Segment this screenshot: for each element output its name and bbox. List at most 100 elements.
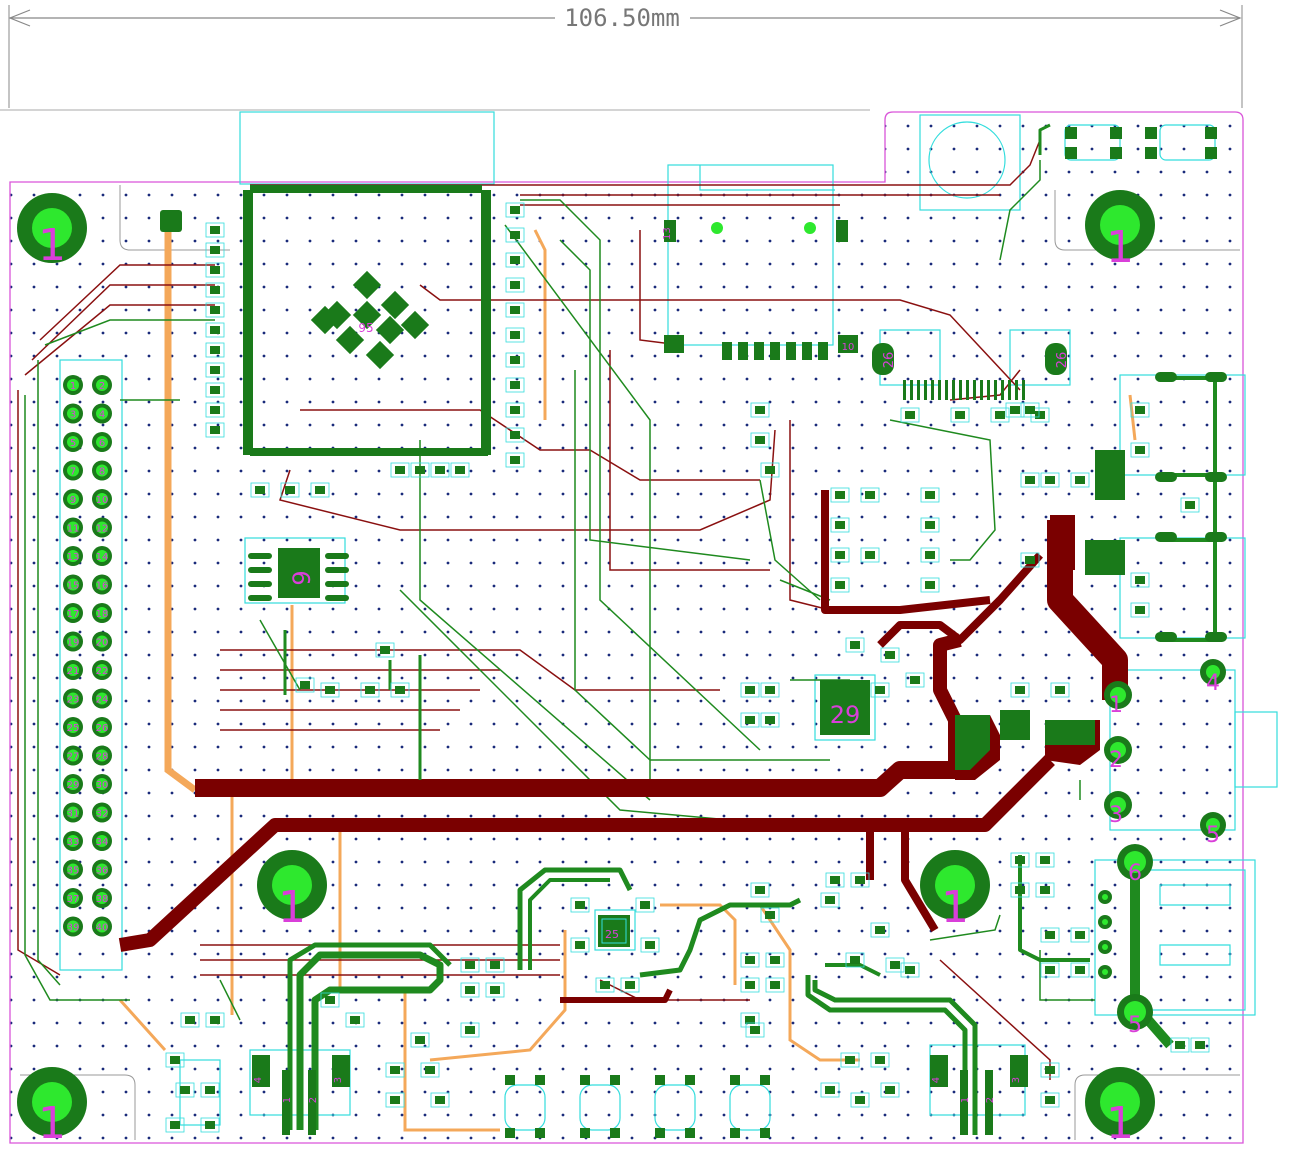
header-pin-label: 14 <box>96 552 109 563</box>
smd-pad <box>1040 886 1050 894</box>
smd-pad <box>1025 406 1035 414</box>
smd-pad <box>745 716 755 724</box>
smd-pad <box>745 981 755 989</box>
smd-pad <box>885 651 895 659</box>
smd-pad <box>640 901 650 909</box>
qfn-chip-right: 29 <box>820 680 870 735</box>
header-pin-label: 9 <box>70 495 76 506</box>
header-pin-label: 2 <box>99 381 105 392</box>
svg-text:2: 2 <box>308 1097 319 1103</box>
smd-pad <box>905 966 915 974</box>
smd-pad <box>210 406 220 414</box>
smd-pad <box>510 431 520 439</box>
header-pin-label: 10 <box>96 495 109 506</box>
header-pin-label: 28 <box>96 752 109 763</box>
smd-pad <box>350 1016 360 1024</box>
smd-pad <box>855 1096 865 1104</box>
smd-pad <box>210 246 220 254</box>
header-pin-label: 32 <box>96 809 109 820</box>
svg-text:1: 1 <box>282 1097 293 1103</box>
smd-pad <box>1045 1096 1055 1104</box>
svg-text:2: 2 <box>1109 748 1123 773</box>
smd-pad <box>835 491 845 499</box>
smd-pad <box>745 1016 755 1024</box>
smd-pad <box>1025 476 1035 484</box>
top-power-traces <box>283 123 1217 1135</box>
smd-pad <box>890 961 900 969</box>
smd-pad <box>210 366 220 374</box>
svg-text:1: 1 <box>1106 1098 1134 1149</box>
smd-pad <box>845 1056 855 1064</box>
header-pin-label: 16 <box>96 581 109 592</box>
smd-pad <box>1175 1041 1185 1049</box>
smd-pad <box>490 961 500 969</box>
smd-pad <box>325 996 335 1004</box>
smd-pad <box>435 466 445 474</box>
smd-pad <box>765 716 775 724</box>
smd-pad <box>600 981 610 989</box>
smd-pad <box>510 406 520 414</box>
smd-pad <box>1045 476 1055 484</box>
smd-pad <box>575 901 585 909</box>
svg-text:1: 1 <box>1106 222 1134 273</box>
header-pin-label: 17 <box>67 609 80 620</box>
smd-pad <box>210 426 220 434</box>
header-pin-label: 22 <box>96 666 109 677</box>
svg-text:1: 1 <box>941 882 969 933</box>
smd-pad <box>875 926 885 934</box>
svg-text:3: 3 <box>1011 1077 1022 1083</box>
smd-pad <box>995 411 1005 419</box>
qfp-center-pads <box>310 270 430 370</box>
svg-text:1: 1 <box>1109 693 1123 718</box>
smd-pad <box>510 456 520 464</box>
header-pin-label: 7 <box>70 467 76 478</box>
mount-hole-bottom-right: 1 <box>1085 1067 1155 1149</box>
smd-pad <box>180 1086 190 1094</box>
keepout-outlines <box>20 185 1240 1140</box>
mount-hole-mid-left: 1 <box>257 850 327 933</box>
svg-text:4: 4 <box>1206 671 1220 696</box>
smd-pad <box>1135 606 1145 614</box>
smd-pad <box>205 1086 215 1094</box>
smd-pad <box>835 521 845 529</box>
smd-pad <box>645 941 655 949</box>
svg-text:2: 2 <box>985 1097 996 1103</box>
regulator-bottom-left: 4 1 2 3 <box>252 1055 350 1135</box>
smd-pad <box>745 956 755 964</box>
smd-pad <box>425 1066 435 1074</box>
smd-pad <box>510 331 520 339</box>
svg-text:6: 6 <box>1128 861 1142 886</box>
smd-pad <box>1075 931 1085 939</box>
smd-pad <box>285 486 295 494</box>
header-pin-label: 39 <box>67 923 80 934</box>
smd-pad <box>1135 576 1145 584</box>
ffc-connector-mid: 13 10 <box>662 220 858 360</box>
smd-pad <box>1045 1066 1055 1074</box>
header-pin-label: 26 <box>96 723 109 734</box>
smd-pad <box>435 1096 445 1104</box>
smd-pad <box>415 466 425 474</box>
smd-pad <box>825 896 835 904</box>
smd-pad <box>210 306 220 314</box>
smd-pad <box>1045 931 1055 939</box>
smd-pad <box>510 306 520 314</box>
smd-pad <box>875 1056 885 1064</box>
smd-pad <box>510 256 520 264</box>
usb-connector: 6 5 <box>1098 844 1153 1038</box>
smd-pad <box>325 686 335 694</box>
tactile-switches <box>505 127 1217 1138</box>
smd-pad <box>510 281 520 289</box>
smd-pad <box>770 981 780 989</box>
copper-pours-green <box>955 450 1125 770</box>
smd-pad <box>865 491 875 499</box>
smd-pad <box>755 436 765 444</box>
regulator-bottom-right: 4 1 2 3 <box>930 1055 1028 1135</box>
smd-pad <box>415 1036 425 1044</box>
header-pin-label: 3 <box>70 410 76 421</box>
qfn-bottom-label: 25 <box>605 928 619 941</box>
mount-hole-bottom-left: 1 <box>17 1067 87 1149</box>
smd-pad <box>925 491 935 499</box>
header-pin-label: 31 <box>67 809 80 820</box>
smd-pad <box>170 1121 180 1129</box>
